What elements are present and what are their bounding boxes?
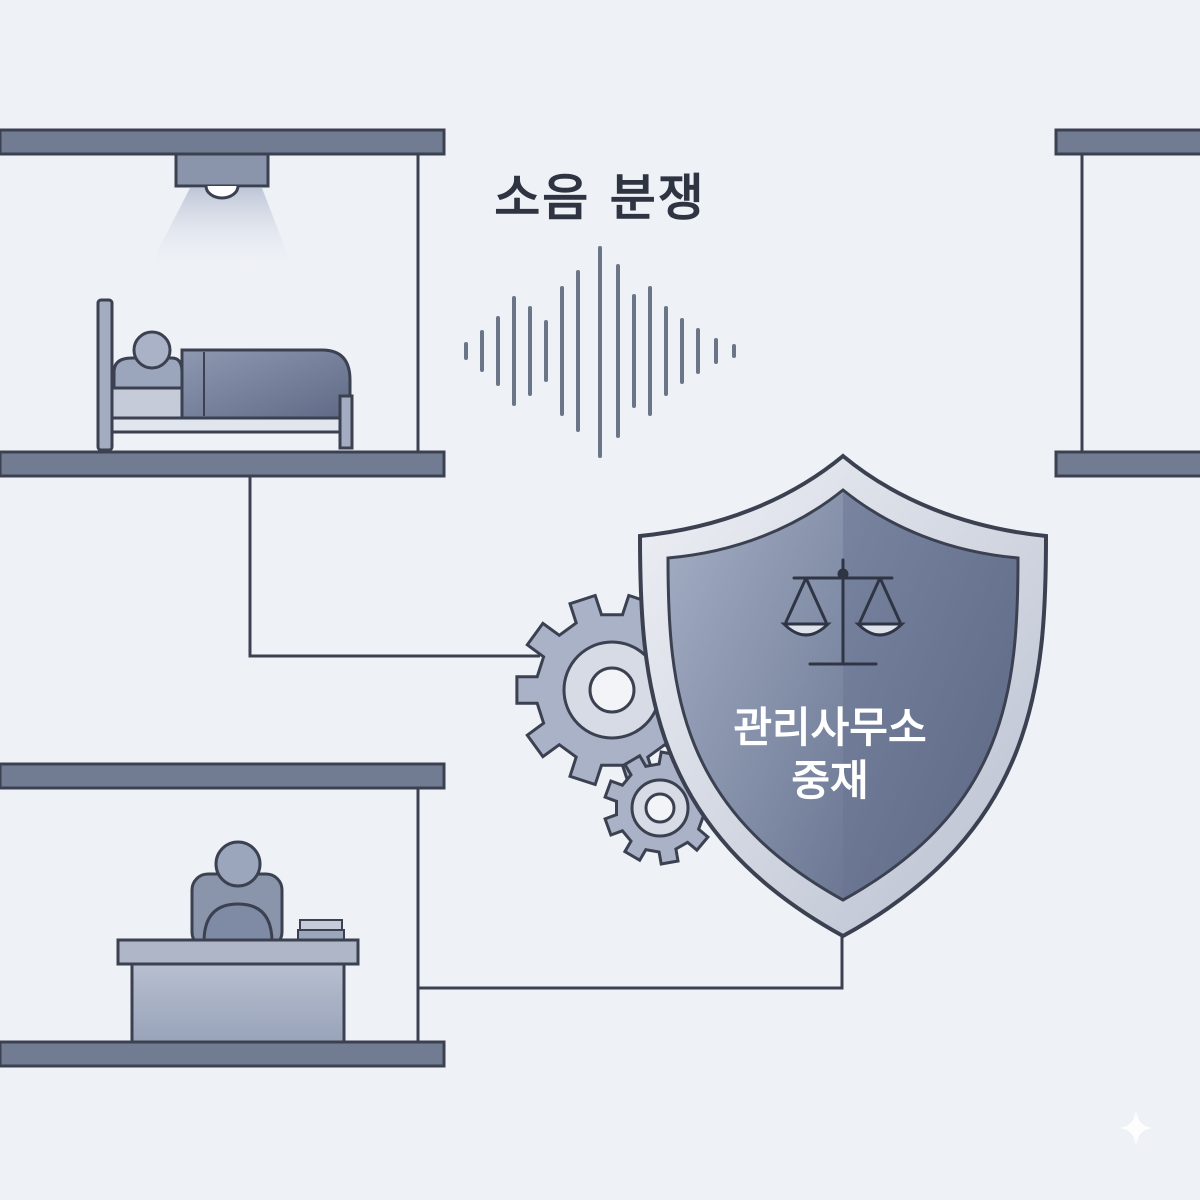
- ceiling-slab-right: [1054, 128, 1200, 156]
- neighbor-unit: [1054, 128, 1200, 478]
- gear-hole: [644, 792, 676, 824]
- ceiling-lamp-icon: [150, 152, 292, 266]
- sleeping-person-icon: [96, 298, 354, 452]
- ceiling-slab: [0, 128, 446, 156]
- floor-slab-right: [1054, 450, 1200, 478]
- gear-hole: [588, 666, 636, 714]
- sparkle-icon: [1120, 1110, 1152, 1146]
- shield-label-line2: 중재: [791, 756, 869, 805]
- sound-wave-icon: [464, 246, 736, 458]
- office-worker-icon: [116, 840, 360, 1044]
- office-floor-slab: [0, 1040, 446, 1068]
- shield-label-line1: 관리사무소: [733, 703, 927, 752]
- bedroom-unit: [0, 128, 446, 478]
- office-ceiling-slab: [0, 762, 446, 790]
- diagram-title: 소음 분쟁: [494, 169, 706, 227]
- floor-slab: [0, 450, 446, 478]
- scales-of-justice-icon: [780, 558, 906, 666]
- office-unit: [0, 762, 446, 1068]
- shield-icon: [637, 453, 1049, 939]
- connector-lines: [248, 476, 844, 990]
